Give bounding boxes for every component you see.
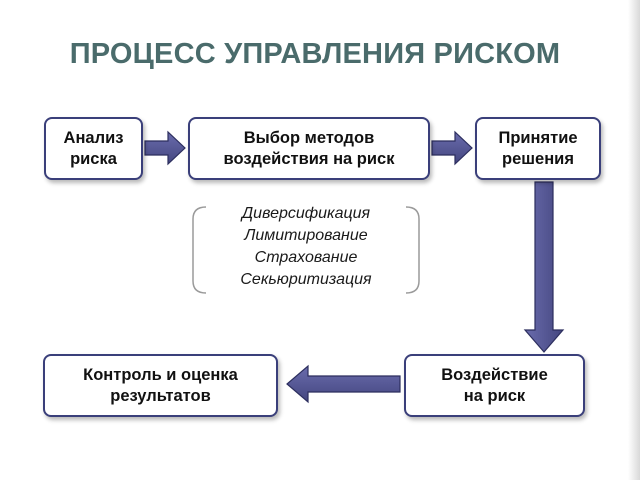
method-item: Секьюритизация	[240, 271, 372, 288]
node-impact: Воздействие на риск	[404, 354, 585, 417]
method-item: Страхование	[254, 249, 358, 266]
slide-title: ПРОЦЕСС УПРАВЛЕНИЯ РИСКОМ	[69, 38, 561, 70]
arrow-methods-to-decision	[431, 130, 473, 166]
node-method-selection-label: Выбор методов воздействия на риск	[223, 128, 395, 168]
arrow-analysis-to-methods	[144, 130, 186, 166]
method-item: Диверсификация	[241, 205, 371, 222]
slide-edge-shadow	[628, 0, 640, 480]
node-impact-label: Воздействие на риск	[441, 365, 548, 405]
node-decision-label: Принятие решения	[498, 128, 578, 168]
node-analysis-label: Анализ риска	[63, 128, 124, 168]
methods-group: Диверсификация Лимитирование Страхование…	[190, 196, 422, 298]
node-method-selection: Выбор методов воздействия на риск	[188, 117, 430, 180]
node-control: Контроль и оценка результатов	[43, 354, 278, 417]
methods-list: Диверсификация Лимитирование Страхование…	[190, 196, 422, 298]
node-decision: Принятие решения	[475, 117, 601, 180]
node-control-label: Контроль и оценка результатов	[83, 365, 238, 405]
arrow-decision-to-impact	[523, 181, 565, 353]
node-analysis: Анализ риска	[44, 117, 143, 180]
arrow-impact-to-control	[286, 364, 401, 404]
method-item: Лимитирование	[244, 227, 368, 244]
